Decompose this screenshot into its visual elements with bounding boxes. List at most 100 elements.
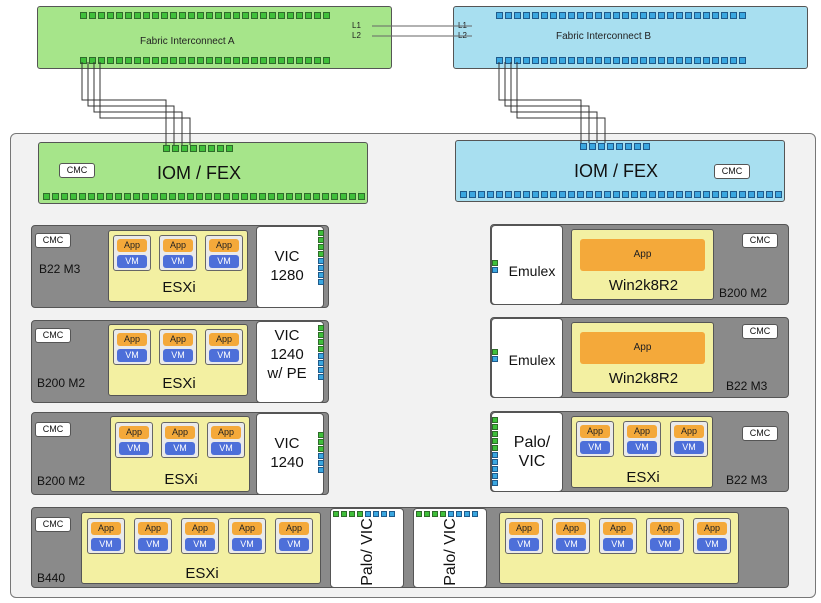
- port: [357, 511, 363, 517]
- vm-box: VM: [697, 538, 727, 551]
- port: [568, 57, 575, 64]
- port: [492, 459, 498, 465]
- fabric-a-bottom-ports: [80, 57, 330, 64]
- port: [305, 12, 312, 19]
- port: [523, 191, 530, 198]
- host-os-label: ESXi: [162, 279, 196, 296]
- port: [460, 191, 467, 198]
- app-box: App: [165, 426, 195, 439]
- port: [496, 12, 503, 19]
- port: [232, 193, 239, 200]
- port: [124, 193, 131, 200]
- port: [667, 191, 674, 198]
- port: [169, 193, 176, 200]
- port: [287, 57, 294, 64]
- port: [106, 193, 113, 200]
- blade-model-label: B440: [37, 571, 66, 585]
- vm-box: VM: [185, 538, 215, 551]
- port: [98, 57, 105, 64]
- blade-cmc: CMC: [35, 233, 71, 248]
- blade-model-label: B22 M3: [39, 262, 81, 276]
- port: [318, 279, 324, 285]
- port: [89, 12, 96, 19]
- port: [640, 57, 647, 64]
- port: [287, 12, 294, 19]
- port: [134, 12, 141, 19]
- port: [577, 12, 584, 19]
- blade-model-label: B22 M3: [726, 379, 768, 393]
- port: [748, 191, 755, 198]
- port: [595, 12, 602, 19]
- fabric-a-cables: [81, 62, 191, 145]
- port: [721, 57, 728, 64]
- vm-box: VM: [232, 538, 262, 551]
- emulex-card: Emulex: [491, 225, 563, 305]
- vic-card-label: VIC 1240 w/ PE: [267, 327, 307, 382]
- emulex-card-label: Emulex: [508, 263, 556, 279]
- port: [703, 191, 710, 198]
- port: [89, 57, 96, 64]
- port: [559, 12, 566, 19]
- vm-box: VM: [627, 441, 657, 454]
- port: [712, 191, 719, 198]
- port: [492, 466, 498, 472]
- port: [80, 57, 87, 64]
- port: [143, 57, 150, 64]
- vm-box: VM: [211, 442, 241, 455]
- blade-cmc: CMC: [742, 324, 778, 339]
- port: [125, 12, 132, 19]
- port: [61, 193, 68, 200]
- app-box: App: [138, 522, 168, 535]
- port: [694, 57, 701, 64]
- port: [161, 57, 168, 64]
- port: [365, 511, 371, 517]
- port: [586, 12, 593, 19]
- port: [333, 511, 339, 517]
- port: [318, 460, 324, 466]
- palo-vic-card-2-label: Palo/ VIC: [442, 518, 459, 586]
- port: [730, 12, 737, 19]
- port: [492, 417, 498, 423]
- port: [188, 12, 195, 19]
- vm-box: VM: [117, 255, 147, 268]
- palo-vic-card-1-ports: [333, 511, 395, 517]
- port: [304, 193, 311, 200]
- port: [251, 57, 258, 64]
- port: [492, 445, 498, 451]
- port: [206, 57, 213, 64]
- vic-card-ports: [318, 432, 324, 473]
- app-box: App: [163, 333, 193, 346]
- port: [739, 57, 746, 64]
- port: [464, 511, 470, 517]
- port: [532, 57, 539, 64]
- app-box: App: [627, 425, 657, 438]
- port: [622, 191, 629, 198]
- port: [469, 191, 476, 198]
- blade-cmc: CMC: [742, 426, 778, 441]
- port: [278, 57, 285, 64]
- port: [739, 12, 746, 19]
- port: [613, 191, 620, 198]
- app-box: App: [117, 239, 147, 252]
- port: [550, 57, 557, 64]
- port: [730, 191, 737, 198]
- port: [712, 12, 719, 19]
- iom-a-bottom-ports: [43, 193, 365, 200]
- vm-box: VM: [138, 538, 168, 551]
- port: [492, 356, 498, 362]
- app-box: App: [697, 522, 727, 535]
- port: [598, 143, 605, 150]
- port: [640, 12, 647, 19]
- port: [532, 12, 539, 19]
- port: [188, 57, 195, 64]
- app-box: App: [185, 522, 215, 535]
